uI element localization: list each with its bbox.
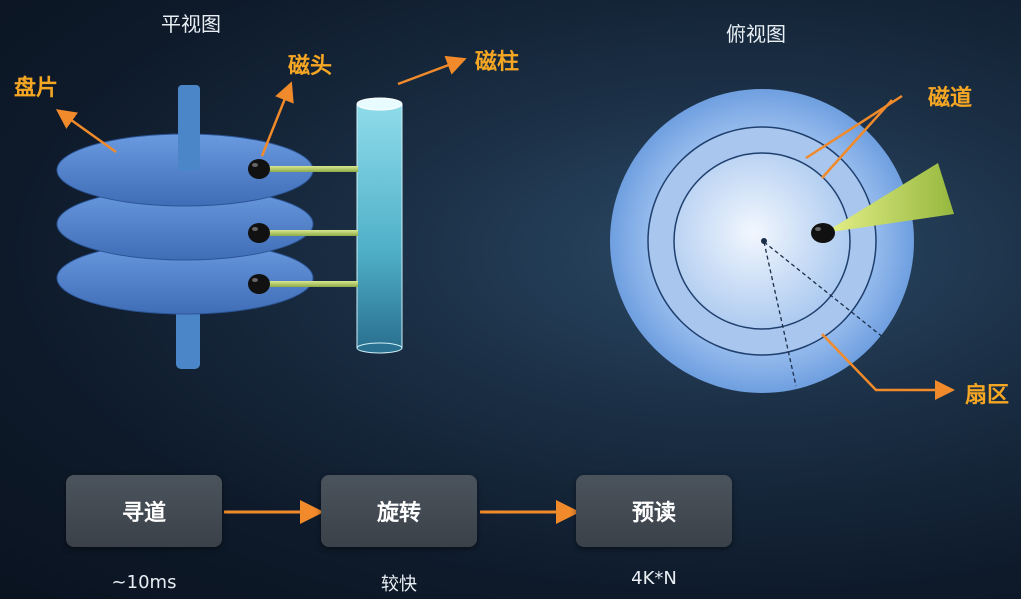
step-prefetch-label: 预读 [631, 501, 676, 526]
head-1 [248, 159, 270, 179]
step-rotate: 旋转 [321, 475, 477, 547]
cylinder-top [356, 97, 403, 111]
top-view-drawing [610, 89, 955, 400]
top-view-title: 俯视图 [726, 22, 786, 46]
step-seek-label: 寻道 [121, 501, 166, 526]
head-2 [248, 223, 270, 243]
platter-label: 盘片 [14, 76, 59, 101]
spindle-top [178, 85, 200, 171]
step-rotate-caption: 较快 [381, 574, 417, 595]
head-3 [248, 274, 270, 294]
top-view-head [811, 223, 835, 243]
cylinder-body [356, 103, 403, 349]
arm-3 [262, 281, 358, 287]
arm-1 [262, 166, 358, 172]
track-arrow-2 [821, 99, 893, 179]
step-seek-caption: ~10ms [111, 572, 177, 593]
sector-boundary-2 [763, 241, 885, 339]
step-rotate-label: 旋转 [376, 501, 421, 526]
sector-arrow [821, 333, 955, 400]
step-prefetch-caption: 4K*N [631, 568, 677, 589]
cylinder-label: 磁柱 [475, 50, 520, 75]
platter-arrow [55, 109, 117, 154]
head-arrow [260, 81, 294, 157]
sector-label: 扇区 [965, 383, 1010, 408]
track-label: 磁道 [928, 86, 973, 111]
cylinder-bottom [356, 342, 403, 354]
actuator-arm [824, 163, 954, 233]
side-view-title: 平视图 [161, 12, 221, 36]
side-view-drawing [55, 55, 467, 369]
head-label: 磁头 [288, 54, 333, 79]
step-seek: 寻道 [66, 475, 222, 547]
cylinder-arrow [397, 55, 467, 86]
disk-center [761, 238, 767, 244]
step-prefetch: 预读 [576, 475, 732, 547]
sector-boundary-1 [763, 241, 797, 387]
arm-2 [262, 230, 358, 236]
